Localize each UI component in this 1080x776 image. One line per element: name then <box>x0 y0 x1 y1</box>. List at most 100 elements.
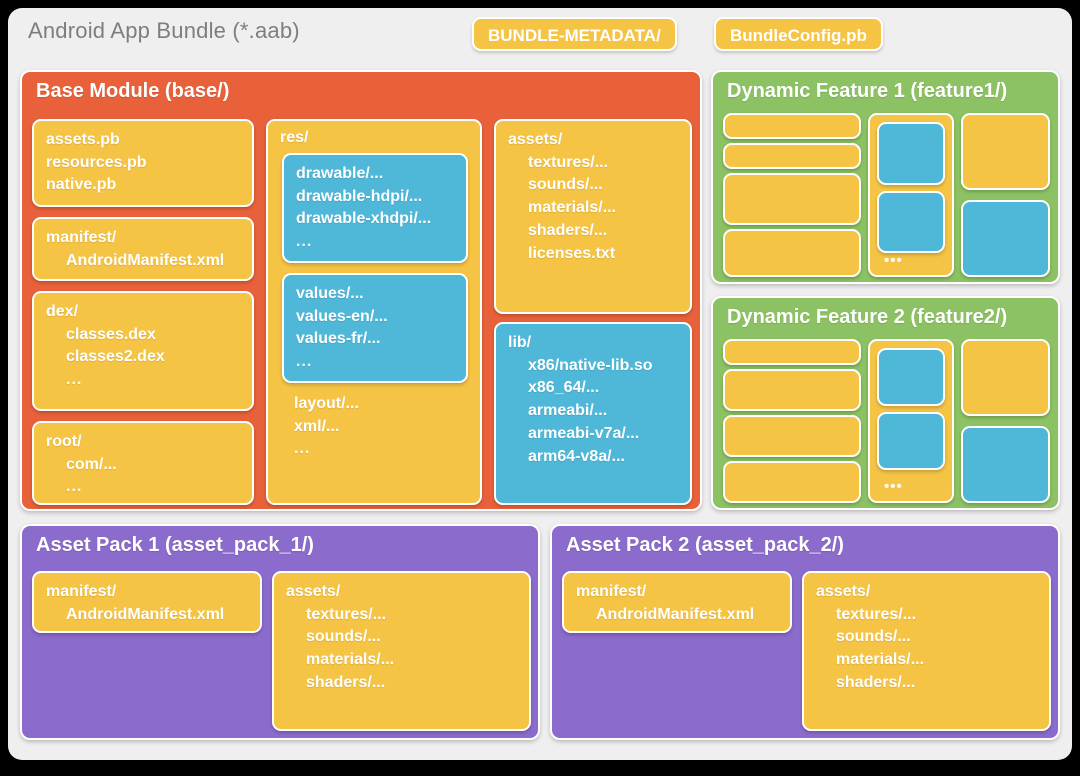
line: sounds/... <box>306 628 381 646</box>
line: drawable/... <box>296 165 384 182</box>
base-res-drawables-box[interactable]: drawable/... drawable-hdpi/... drawable-… <box>282 153 468 263</box>
base-res-values-lines: values/... values-en/... values-fr/... .… <box>296 283 460 374</box>
feature1-left-box-3[interactable] <box>723 173 861 225</box>
line: layout/... <box>294 395 359 412</box>
feature2-middle-box[interactable]: ••• <box>868 339 954 503</box>
asset-pack-1-assets-lines: assets/ textures/... sounds/... material… <box>286 581 523 695</box>
line: classes.dex <box>66 325 156 343</box>
line-ellipsis: ... <box>294 440 311 458</box>
feature1-middle-inner-2[interactable] <box>877 191 945 253</box>
feature2-middle-inner-1[interactable] <box>877 348 945 406</box>
asset-pack-1-manifest-box[interactable]: manifest/ AndroidManifest.xml <box>32 571 262 633</box>
line: manifest/ <box>46 229 117 246</box>
feature2-left-box-2[interactable] <box>723 369 861 411</box>
app-bundle-card: Android App Bundle (*.aab) BUNDLE-METADA… <box>8 8 1072 760</box>
line: sounds/... <box>528 176 603 194</box>
line: manifest/ <box>46 583 117 600</box>
line: native.pb <box>46 176 117 194</box>
base-res-box[interactable]: res/ drawable/... drawable-hdpi/... draw… <box>266 119 482 505</box>
dynamic-feature-1-panel[interactable]: Dynamic Feature 1 (feature1/) ••• <box>711 70 1060 284</box>
line: values-fr/... <box>296 330 381 348</box>
line: drawable-xhdpi/... <box>296 210 432 228</box>
line: res/ <box>280 129 309 146</box>
feature1-right-box-2[interactable] <box>961 200 1050 277</box>
line: root/ <box>46 433 82 450</box>
base-assets-lines: assets/ textures/... sounds/... material… <box>508 129 684 265</box>
feature2-right-box-2[interactable] <box>961 426 1050 503</box>
line: materials/... <box>528 199 617 217</box>
base-res-tail-lines: layout/... xml/... ... <box>294 393 474 461</box>
base-assets-box[interactable]: assets/ textures/... sounds/... material… <box>494 119 692 314</box>
line: arm64-v8a/... <box>528 447 625 465</box>
line: assets.pb <box>46 131 120 148</box>
bundle-header: Android App Bundle (*.aab) BUNDLE-METADA… <box>8 8 1072 60</box>
base-res-label: res/ <box>280 127 474 150</box>
feature2-left-box-1[interactable] <box>723 339 861 365</box>
asset-pack-2-assets-lines: assets/ textures/... sounds/... material… <box>816 581 1043 695</box>
line: assets/ <box>286 583 341 600</box>
line: resources.pb <box>46 153 147 171</box>
asset-pack-2-title: Asset Pack 2 (asset_pack_2/) <box>566 534 844 556</box>
asset-pack-1-assets-box[interactable]: assets/ textures/... sounds/... material… <box>272 571 531 731</box>
line: shaders/... <box>306 673 386 691</box>
asset-pack-2-panel[interactable]: Asset Pack 2 (asset_pack_2/) manifest/ A… <box>550 524 1060 740</box>
base-protos-lines: assets.pb resources.pb native.pb <box>46 129 246 197</box>
line: values-en/... <box>296 307 388 325</box>
line: sounds/... <box>836 628 911 646</box>
asset-pack-1-manifest-lines: manifest/ AndroidManifest.xml <box>46 581 254 626</box>
line: armeabi-v7a/... <box>528 424 640 442</box>
line: AndroidManifest.xml <box>66 605 225 623</box>
base-module-title: Base Module (base/) <box>36 80 230 102</box>
badge-bundle-config[interactable]: BundleConfig.pb <box>714 17 883 51</box>
base-dex-box[interactable]: dex/ classes.dex classes2.dex ... <box>32 291 254 411</box>
line: AndroidManifest.xml <box>66 251 225 269</box>
feature1-left-box-4[interactable] <box>723 229 861 277</box>
feature1-middle-ellipsis: ••• <box>884 252 903 269</box>
line-ellipsis: ... <box>296 353 313 371</box>
base-manifest-lines: manifest/ AndroidManifest.xml <box>46 227 246 272</box>
line: assets/ <box>816 583 871 600</box>
badge-bundle-metadata[interactable]: BUNDLE-METADATA/ <box>472 17 677 51</box>
base-res-drawables-lines: drawable/... drawable-hdpi/... drawable-… <box>296 163 460 254</box>
asset-pack-1-panel[interactable]: Asset Pack 1 (asset_pack_1/) manifest/ A… <box>20 524 540 740</box>
dynamic-feature-2-title: Dynamic Feature 2 (feature2/) <box>727 306 1008 328</box>
feature2-middle-inner-2[interactable] <box>877 412 945 470</box>
feature1-left-box-1[interactable] <box>723 113 861 139</box>
line: assets/ <box>508 131 563 148</box>
dynamic-feature-1-title: Dynamic Feature 1 (feature1/) <box>727 80 1008 102</box>
line: textures/... <box>528 153 609 171</box>
feature1-middle-box[interactable]: ••• <box>868 113 954 277</box>
base-dex-lines: dex/ classes.dex classes2.dex ... <box>46 301 246 392</box>
feature2-left-box-4[interactable] <box>723 461 861 503</box>
base-module-panel[interactable]: Base Module (base/) assets.pb resources.… <box>20 70 702 511</box>
base-lib-box[interactable]: lib/ x86/native-lib.so x86_64/... armeab… <box>494 322 692 505</box>
base-manifest-box[interactable]: manifest/ AndroidManifest.xml <box>32 217 254 281</box>
feature1-right-box-1[interactable] <box>961 113 1050 190</box>
line: drawable-hdpi/... <box>296 187 423 205</box>
page-title: Android App Bundle (*.aab) <box>28 18 300 43</box>
asset-pack-2-manifest-lines: manifest/ AndroidManifest.xml <box>576 581 784 626</box>
line: lib/ <box>508 334 532 351</box>
asset-pack-2-assets-box[interactable]: assets/ textures/... sounds/... material… <box>802 571 1051 731</box>
base-res-values-box[interactable]: values/... values-en/... values-fr/... .… <box>282 273 468 383</box>
line: AndroidManifest.xml <box>596 605 755 623</box>
feature1-left-box-2[interactable] <box>723 143 861 169</box>
line: materials/... <box>836 651 925 669</box>
line-ellipsis: ... <box>66 478 83 496</box>
base-lib-lines: lib/ x86/native-lib.so x86_64/... armeab… <box>508 332 684 468</box>
line: classes2.dex <box>66 348 165 366</box>
line: xml/... <box>294 417 340 435</box>
line: armeabi/... <box>528 402 608 420</box>
dynamic-feature-2-panel[interactable]: Dynamic Feature 2 (feature2/) ••• <box>711 296 1060 510</box>
line: dex/ <box>46 303 79 320</box>
feature2-right-box-1[interactable] <box>961 339 1050 416</box>
feature2-middle-ellipsis: ••• <box>884 478 903 495</box>
base-root-box[interactable]: root/ com/... ... <box>32 421 254 505</box>
line: materials/... <box>306 651 395 669</box>
line: com/... <box>66 455 117 473</box>
base-protos-box[interactable]: assets.pb resources.pb native.pb <box>32 119 254 207</box>
feature2-left-box-3[interactable] <box>723 415 861 457</box>
asset-pack-2-manifest-box[interactable]: manifest/ AndroidManifest.xml <box>562 571 792 633</box>
feature1-middle-inner-1[interactable] <box>877 122 945 185</box>
line: manifest/ <box>576 583 647 600</box>
